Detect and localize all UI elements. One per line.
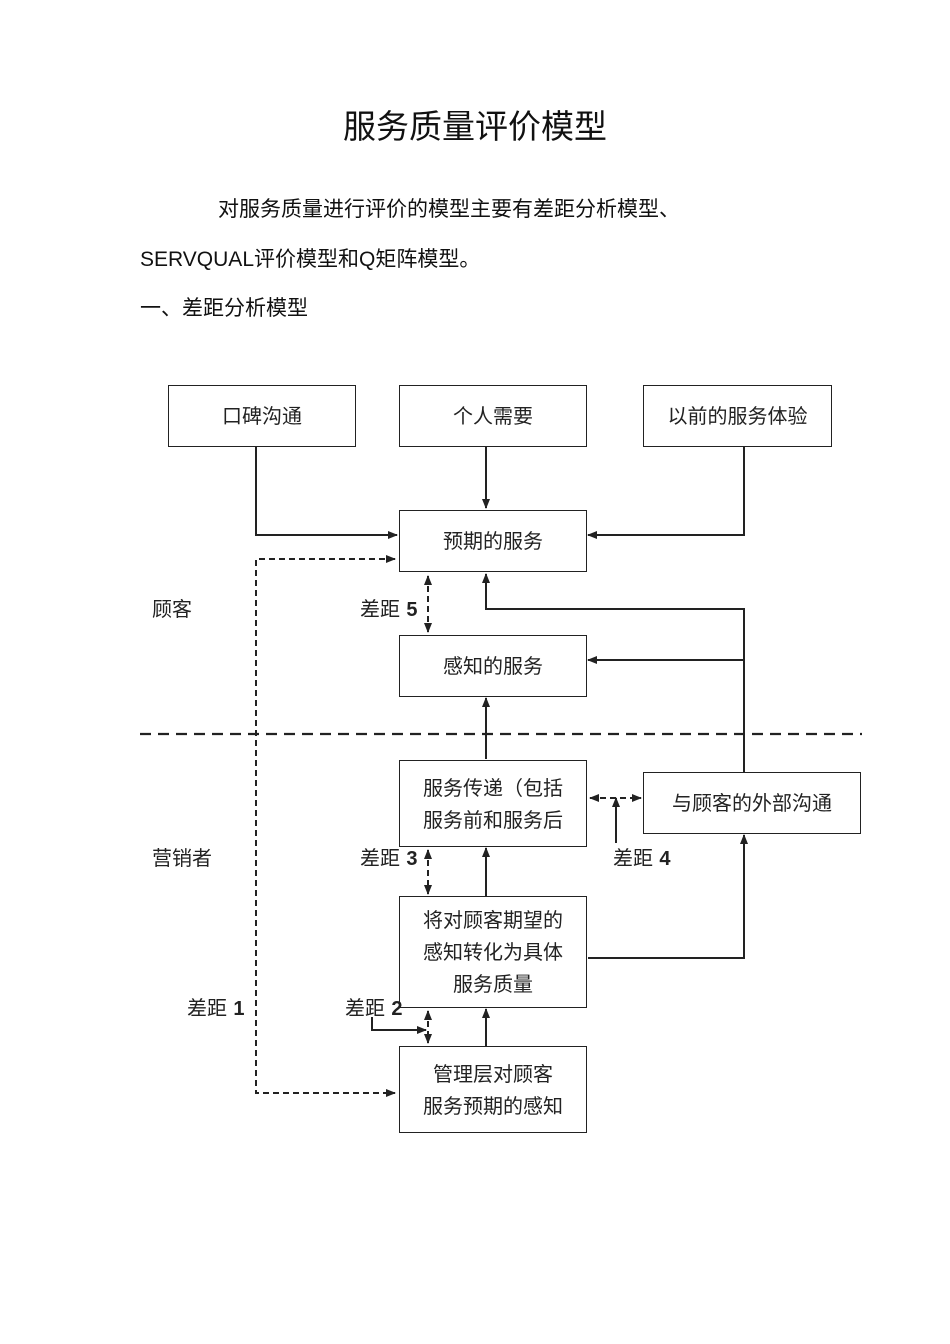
service-delivery-box: 服务传递（包括服务前和服务后 xyxy=(399,760,587,847)
section-heading: 一、差距分析模型 xyxy=(140,296,308,320)
gap5-label: 差距 5 xyxy=(360,597,418,621)
gap2-label: 差距 2 xyxy=(345,996,403,1020)
expected-service-box: 预期的服务 xyxy=(399,510,587,572)
gap3-label: 差距 3 xyxy=(360,846,418,870)
perceived-service-box: 感知的服务 xyxy=(399,635,587,697)
zone-label-customer: 顾客 xyxy=(152,597,192,621)
word-of-mouth-box: 口碑沟通 xyxy=(168,385,356,447)
past-experience-box: 以前的服务体验 xyxy=(643,385,832,447)
arrow-past-to-expected xyxy=(587,447,745,539)
intro-line-2: SERVQUAL评价模型和Q矩阵模型。 xyxy=(140,247,481,271)
arrow-translation-to-external xyxy=(588,834,748,959)
arrow-external-to-expected xyxy=(482,573,745,772)
translation-box: 将对顾客期望的感知转化为具体服务质量 xyxy=(399,896,587,1008)
external-communication-box: 与顾客的外部沟通 xyxy=(643,772,861,834)
gap4-label: 差距 4 xyxy=(613,846,671,870)
gap2-pointer xyxy=(371,1017,427,1034)
management-perception-box: 管理层对顾客服务预期的感知 xyxy=(399,1046,587,1133)
page-title: 服务质量评价模型 xyxy=(343,107,607,146)
personal-needs-box: 个人需要 xyxy=(399,385,587,447)
q-text: Q xyxy=(359,248,376,271)
intro-line-1: 对服务质量进行评价的模型主要有差距分析模型、 xyxy=(218,197,680,221)
zone-label-marketer: 营销者 xyxy=(152,846,212,870)
arrow-wom-to-expected xyxy=(255,447,398,539)
gap1-label: 差距 1 xyxy=(187,996,245,1020)
servqual-text: SERVQUAL xyxy=(140,248,254,271)
gap1-dashed-link xyxy=(255,555,396,1097)
